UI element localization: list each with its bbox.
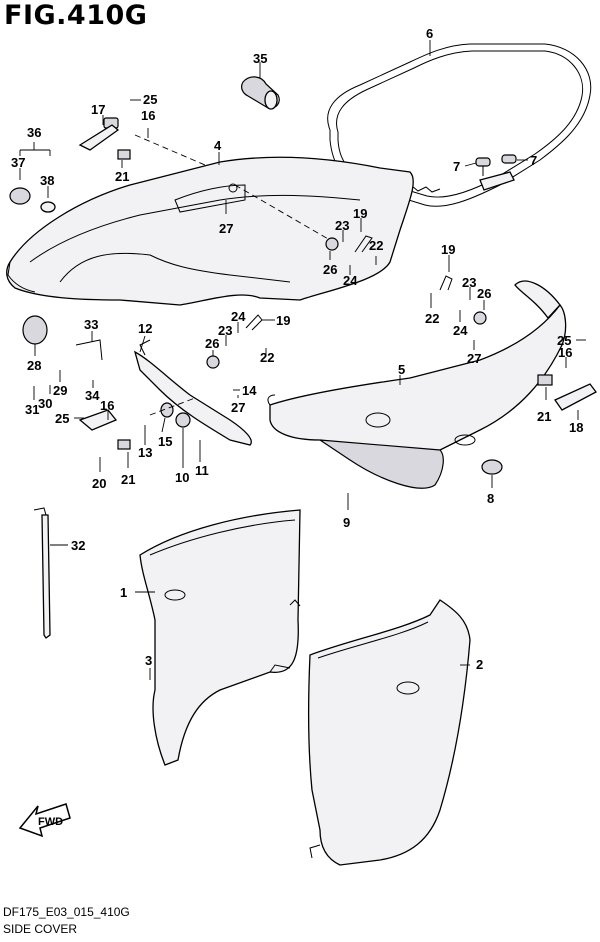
callout-26a: 26	[323, 262, 337, 277]
assembly-guides	[134, 134, 331, 416]
small-hardware	[9, 117, 597, 450]
figure-code: DF175_E03_015_410G	[3, 905, 130, 919]
callout-27a: 27	[219, 221, 233, 236]
callouts: 1 2 3 4 5 6 7 7 8 9 10 11 12 13 14 15 16…	[11, 26, 586, 680]
callout-20: 20	[92, 476, 106, 491]
callout-7a: 7	[453, 159, 460, 174]
callout-13: 13	[138, 445, 152, 460]
callout-28: 28	[27, 358, 41, 373]
callout-26c: 26	[205, 336, 219, 351]
callout-17: 17	[91, 102, 105, 117]
callout-16a: 16	[141, 108, 155, 123]
callout-34: 34	[85, 388, 100, 403]
callout-35: 35	[253, 51, 267, 66]
fwd-label: FWD	[38, 816, 63, 828]
part-1-lower-cover	[139, 509, 301, 766]
callout-19b: 19	[441, 242, 455, 257]
callout-7b: 7	[530, 153, 537, 168]
callout-6: 6	[426, 26, 433, 41]
callout-22c: 22	[260, 350, 274, 365]
callout-24b: 24	[453, 323, 468, 338]
callout-10: 10	[175, 470, 189, 485]
callout-21a: 21	[115, 169, 129, 184]
callout-25c: 25	[55, 411, 69, 426]
callout-36: 36	[27, 125, 41, 140]
callout-14: 14	[242, 383, 257, 398]
part-32-tie-strap	[33, 507, 51, 639]
callout-24a: 24	[343, 273, 358, 288]
callout-30: 30	[38, 396, 52, 411]
callout-21b: 21	[537, 409, 551, 424]
callout-38: 38	[40, 173, 54, 188]
callout-23b: 23	[462, 275, 476, 290]
callout-26b: 26	[477, 286, 491, 301]
callout-12: 12	[138, 321, 152, 336]
callout-8: 8	[487, 491, 494, 506]
part-2-lower-cover	[308, 599, 471, 866]
callout-16c: 16	[100, 398, 114, 413]
callout-9: 9	[343, 515, 350, 530]
callout-23c: 23	[218, 323, 232, 338]
callout-24c: 24	[231, 309, 246, 324]
callout-3: 3	[145, 653, 152, 668]
callout-37: 37	[11, 155, 25, 170]
bracket-36	[19, 142, 51, 156]
callout-11: 11	[195, 463, 209, 478]
callout-22b: 22	[425, 311, 439, 326]
callout-33: 33	[84, 317, 98, 332]
callout-19c: 19	[276, 313, 290, 328]
figure-caption: SIDE COVER	[3, 922, 78, 936]
part-5-upper-cover	[267, 280, 567, 489]
part-35-grommet	[241, 76, 280, 110]
callout-31: 31	[25, 402, 39, 417]
callout-4: 4	[214, 138, 222, 153]
callout-29: 29	[53, 383, 67, 398]
callout-16b: 16	[558, 345, 572, 360]
callout-27c: 27	[231, 400, 245, 415]
callout-22a: 22	[369, 238, 383, 253]
callout-32: 32	[71, 538, 85, 553]
callout-2: 2	[476, 657, 483, 672]
callout-21c: 21	[121, 472, 135, 487]
part-8-plug	[481, 459, 503, 475]
callout-1: 1	[120, 585, 127, 600]
callout-25a: 25	[143, 92, 157, 107]
callout-23a: 23	[335, 218, 349, 233]
callout-19a: 19	[353, 206, 367, 221]
callout-18: 18	[569, 420, 583, 435]
part-4-upper-cover	[6, 156, 414, 306]
figure-title: FIG.410G	[4, 0, 148, 31]
callout-25b: 25	[557, 333, 571, 348]
callout-5: 5	[398, 362, 405, 377]
part-7-clips	[475, 154, 517, 191]
callout-15: 15	[158, 434, 172, 449]
fwd-arrow-icon: FWD	[18, 803, 71, 838]
part-12-bracket	[133, 339, 252, 446]
callout-27b: 27	[467, 351, 481, 366]
